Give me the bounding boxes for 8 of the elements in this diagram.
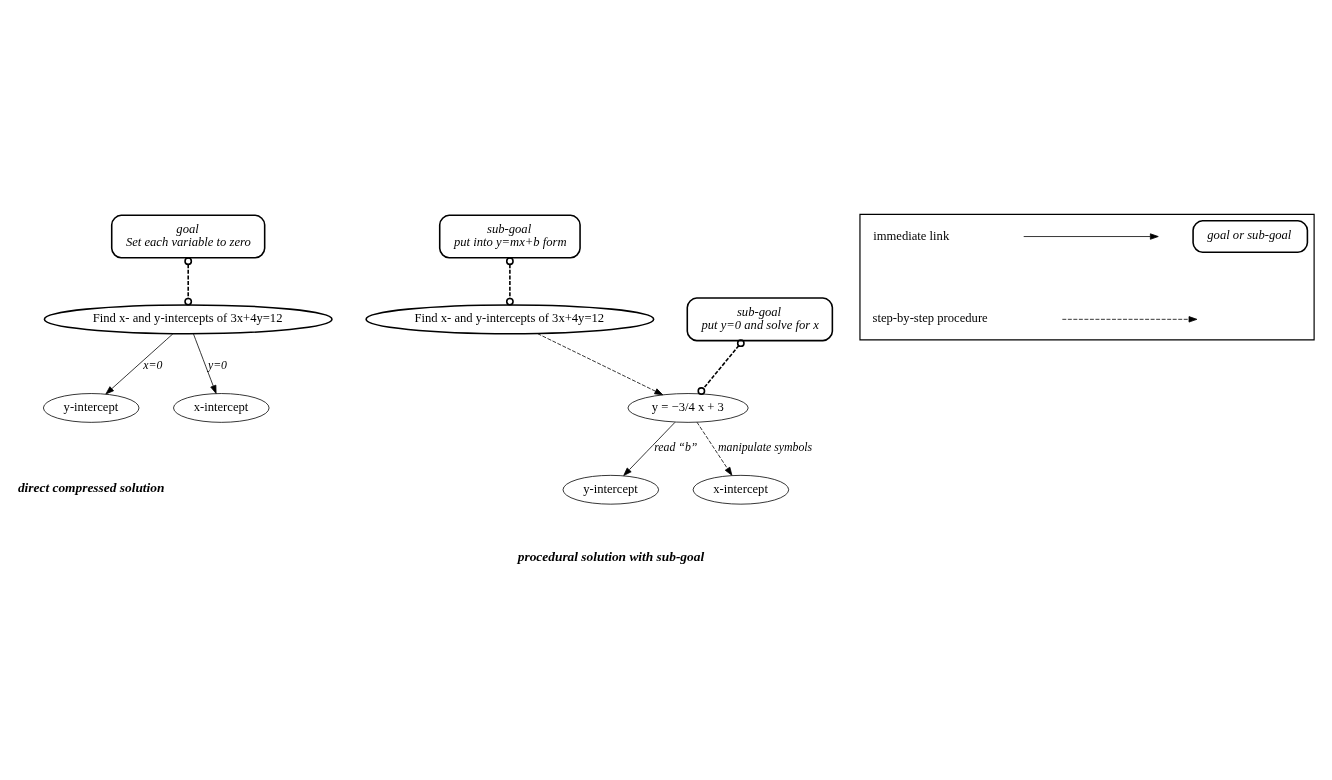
edge-label: manipulate symbols xyxy=(718,439,813,454)
edge-label: x=0 xyxy=(143,357,163,372)
label: direct compressed solution xyxy=(17,479,165,495)
legend-label: immediate link xyxy=(873,228,950,243)
legend-label: step-by-step procedure xyxy=(872,310,988,325)
edge-label: y=0 xyxy=(207,357,228,372)
edge-label: read “b” xyxy=(654,439,698,454)
label: procedural solution with sub-goal xyxy=(517,548,705,564)
